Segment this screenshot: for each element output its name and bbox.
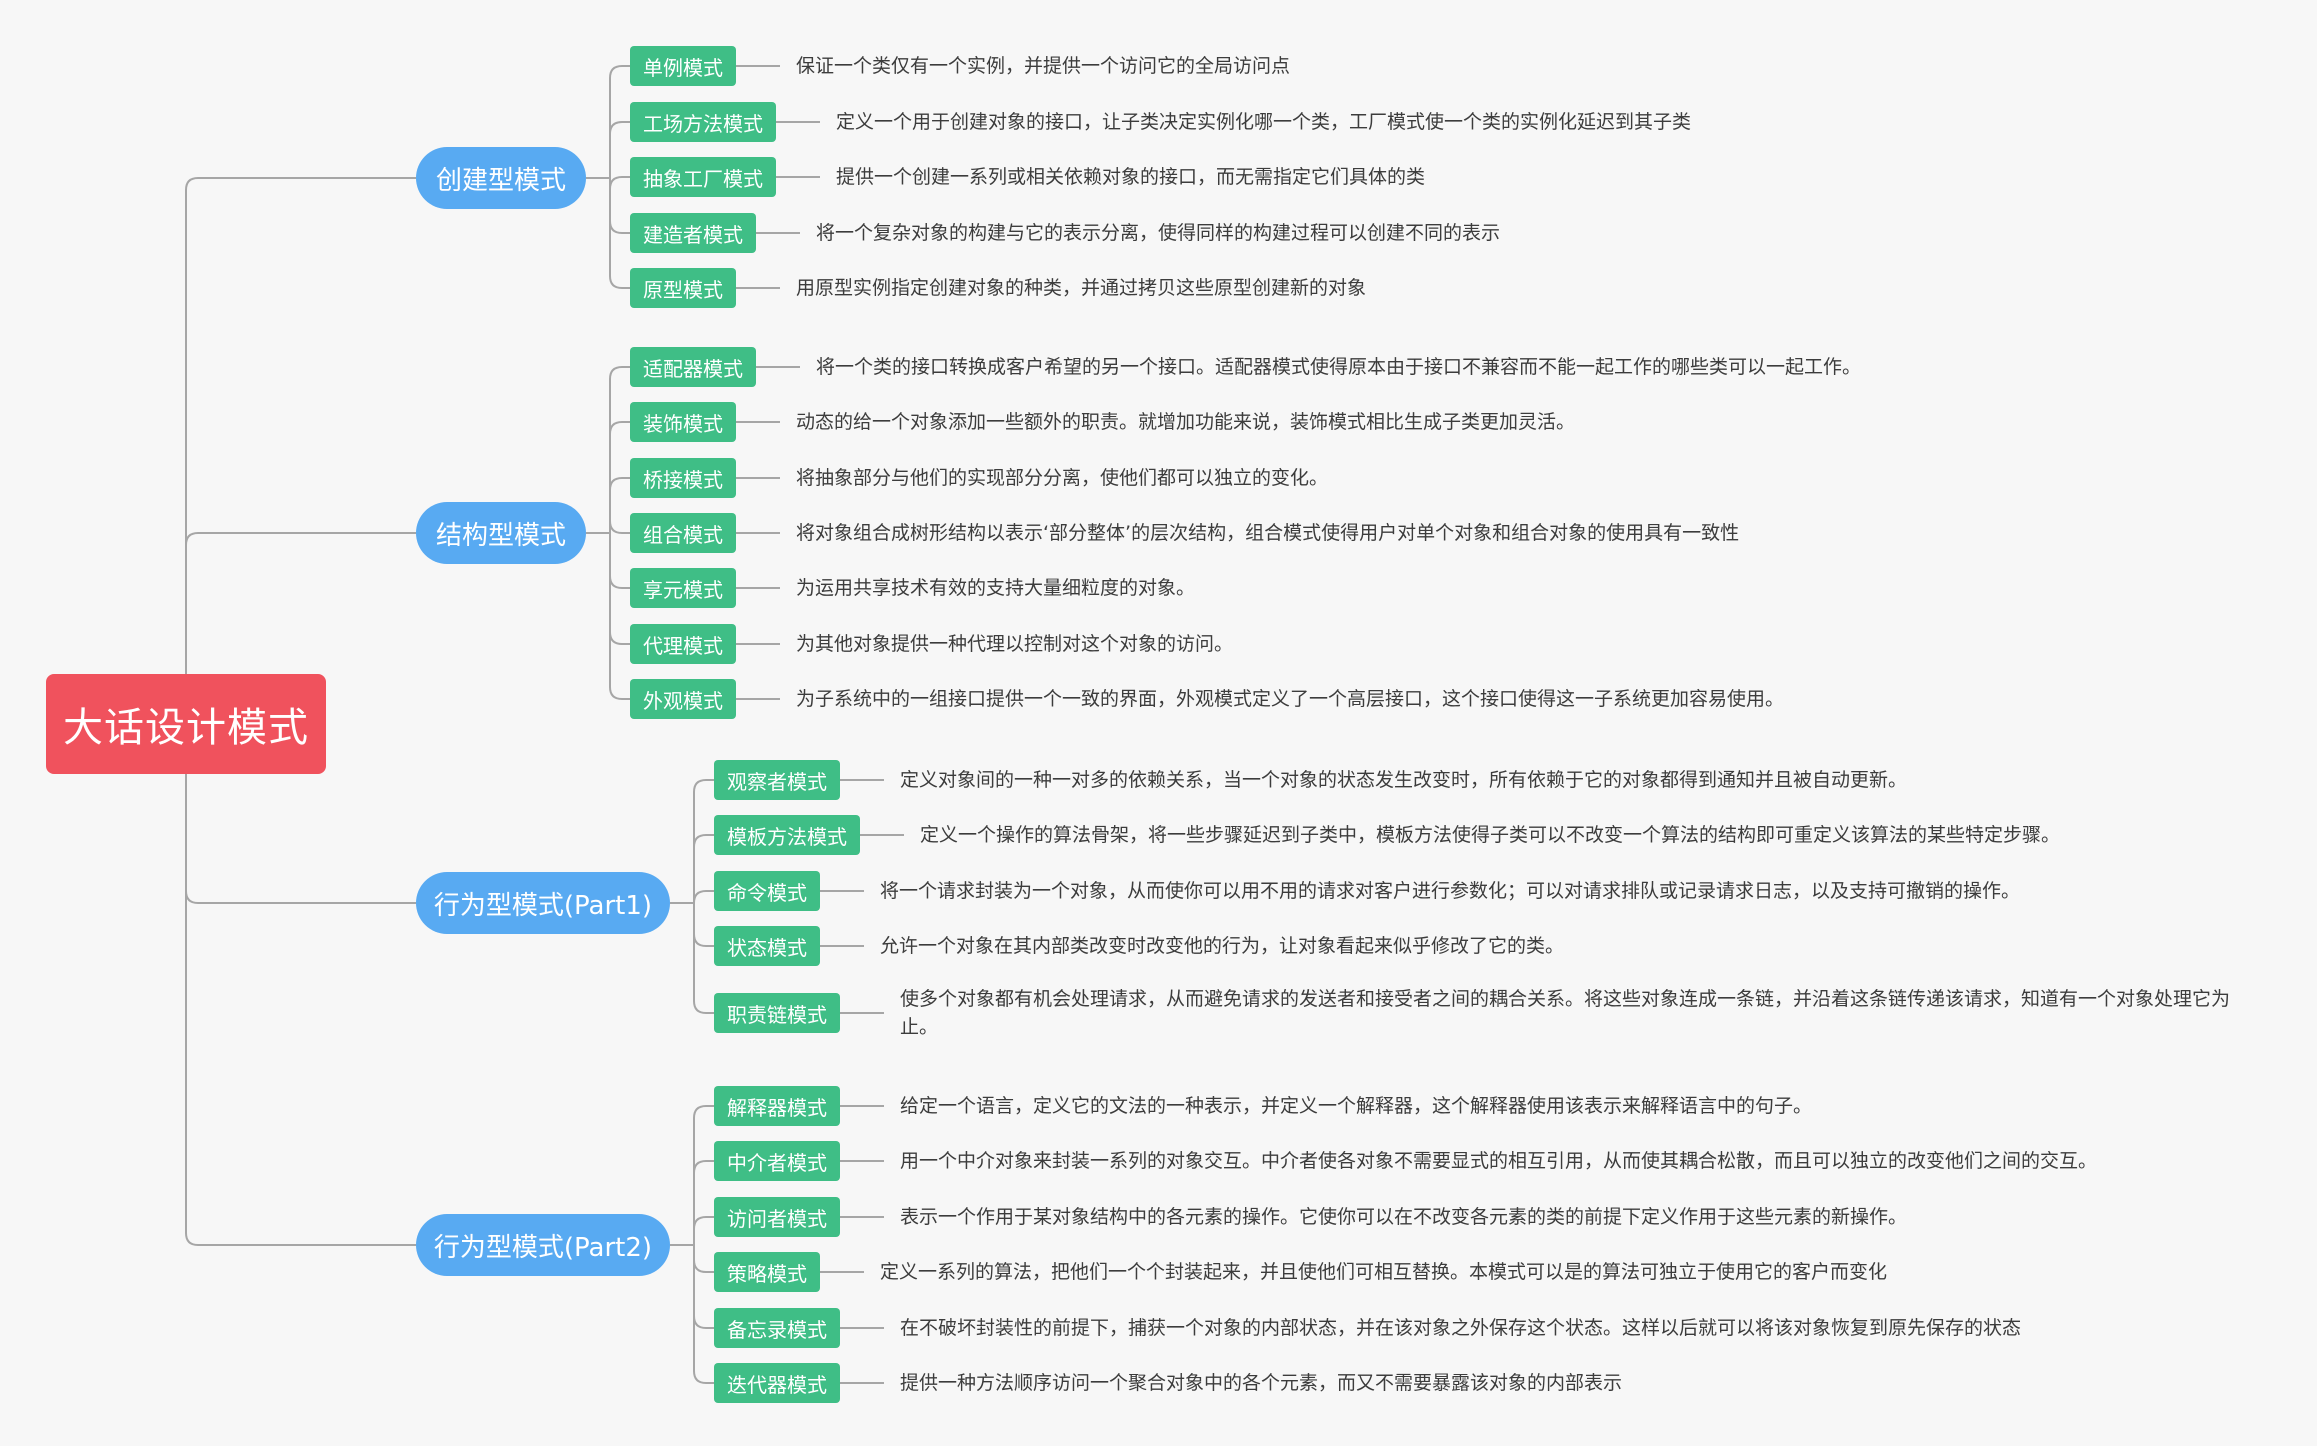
description-prototype: 用原型实例指定创建对象的种类，并通过拷贝这些原型创建新的对象 bbox=[796, 277, 1367, 299]
pattern-proxy[interactable]: 代理模式 bbox=[630, 624, 736, 664]
description-composite: 将对象组合成树形结构以表示‘部分整体’的层次结构，组合模式使得用户对单个对象和组… bbox=[796, 522, 1740, 544]
pattern-decorator[interactable]: 装饰模式 bbox=[630, 402, 736, 442]
description-singleton: 保证一个类仅有一个实例，并提供一个访问它的全局访问点 bbox=[796, 55, 1291, 77]
pattern-branch-line bbox=[693, 933, 714, 947]
pattern-facade[interactable]: 外观模式 bbox=[630, 679, 736, 719]
description-state: 允许一个对象在其内部类改变时改变他的行为，让对象看起来似乎修改了它的类。 bbox=[880, 935, 1565, 957]
pattern-branch-line bbox=[609, 176, 630, 190]
pattern-template-method[interactable]: 模板方法模式 bbox=[714, 815, 860, 855]
pattern-mediator[interactable]: 中介者模式 bbox=[714, 1141, 840, 1181]
pattern-composite[interactable]: 组合模式 bbox=[630, 513, 736, 553]
description-template-method: 定义一个操作的算法骨架，将一些步骤延迟到子类中，模板方法使得子类可以不改变一个算… bbox=[920, 824, 2061, 846]
category-branch-line bbox=[185, 890, 416, 904]
pattern-branch-line bbox=[693, 1000, 714, 1014]
pattern-builder[interactable]: 建造者模式 bbox=[630, 213, 756, 253]
description-flyweight: 为运用共享技术有效的支持大量细粒度的对象。 bbox=[796, 577, 1196, 599]
pattern-adapter[interactable]: 适配器模式 bbox=[630, 347, 756, 387]
pattern-interpreter[interactable]: 解释器模式 bbox=[714, 1086, 840, 1126]
pattern-branch-line bbox=[693, 890, 714, 904]
category-branch-line bbox=[185, 177, 416, 191]
pattern-memento[interactable]: 备忘录模式 bbox=[714, 1308, 840, 1348]
pattern-branch-line bbox=[693, 1160, 714, 1174]
pattern-iterator[interactable]: 迭代器模式 bbox=[714, 1363, 840, 1403]
pattern-branch-line bbox=[609, 520, 630, 534]
description-interpreter: 给定一个语言，定义它的文法的一种表示，并定义一个解释器，这个解释器使用该表示来解… bbox=[900, 1095, 1813, 1117]
description-command: 将一个请求封装为一个对象，从而使你可以用不用的请求对客户进行参数化；可以对请求排… bbox=[880, 880, 2021, 902]
description-strategy: 定义一系列的算法，把他们一个个封装起来，并且使他们可相互替换。本模式可以是的算法… bbox=[880, 1261, 1888, 1283]
description-proxy: 为其他对象提供一种代理以控制对这个对象的访问。 bbox=[796, 633, 1234, 655]
pattern-branch-line bbox=[609, 421, 630, 435]
description-decorator: 动态的给一个对象添加一些额外的职责。就增加功能来说，装饰模式相比生成子类更加灵活… bbox=[796, 411, 1576, 433]
category-behavioral-part1[interactable]: 行为型模式(Part1) bbox=[416, 872, 670, 934]
pattern-abstract-factory[interactable]: 抽象工厂模式 bbox=[630, 157, 776, 197]
pattern-branch-line bbox=[609, 366, 630, 380]
description-abstract-factory: 提供一个创建一系列或相关依赖对象的接口，而无需指定它们具体的类 bbox=[836, 166, 1426, 188]
pattern-branch-line bbox=[609, 220, 630, 234]
description-visitor: 表示一个作用于某对象结构中的各元素的操作。它使你可以在不改变各元素的类的前提下定… bbox=[900, 1206, 1908, 1228]
description-mediator: 用一个中介对象来封装一系列的对象交互。中介者使各对象不需要显式的相互引用，从而使… bbox=[900, 1150, 2098, 1172]
pattern-state[interactable]: 状态模式 bbox=[714, 926, 820, 966]
description-iterator: 提供一种方法顺序访问一个聚合对象中的各个元素，而又不需要暴露该对象的内部表示 bbox=[900, 1372, 1623, 1394]
pattern-factory-method[interactable]: 工场方法模式 bbox=[630, 102, 776, 142]
description-bridge: 将抽象部分与他们的实现部分分离，使他们都可以独立的变化。 bbox=[796, 467, 1329, 489]
category-branch-line bbox=[185, 1232, 416, 1246]
pattern-flyweight[interactable]: 享元模式 bbox=[630, 568, 736, 608]
description-builder: 将一个复杂对象的构建与它的表示分离，使得同样的构建过程可以创建不同的表示 bbox=[816, 222, 1501, 244]
pattern-branch-line bbox=[693, 1216, 714, 1230]
pattern-bridge[interactable]: 桥接模式 bbox=[630, 458, 736, 498]
pattern-branch-line bbox=[693, 779, 714, 793]
description-memento: 在不破坏封装性的前提下，捕获一个对象的内部状态，并在该对象之外保存这个状态。这样… bbox=[900, 1317, 2022, 1339]
pattern-branch-line bbox=[693, 834, 714, 848]
category-structural[interactable]: 结构型模式 bbox=[416, 502, 586, 564]
pattern-singleton[interactable]: 单例模式 bbox=[630, 46, 736, 86]
pattern-branch-line bbox=[609, 65, 630, 79]
pattern-branch-line bbox=[693, 1370, 714, 1384]
category-creational[interactable]: 创建型模式 bbox=[416, 147, 586, 209]
pattern-chain-of-responsibility[interactable]: 职责链模式 bbox=[714, 993, 840, 1033]
description-chain-of-responsibility: 使多个对象都有机会处理请求，从而避免请求的发送者和接受者之间的耦合关系。将这些对… bbox=[900, 988, 2231, 1038]
pattern-branch-line bbox=[693, 1105, 714, 1119]
pattern-branch-line bbox=[693, 1315, 714, 1329]
pattern-branch-line bbox=[609, 631, 630, 645]
pattern-branch-line bbox=[609, 275, 630, 289]
pattern-strategy[interactable]: 策略模式 bbox=[714, 1252, 820, 1292]
description-adapter: 将一个类的接口转换成客户希望的另一个接口。适配器模式使得原本由于接口不兼容而不能… bbox=[816, 356, 1862, 378]
pattern-observer[interactable]: 观察者模式 bbox=[714, 760, 840, 800]
category-behavioral-part2[interactable]: 行为型模式(Part2) bbox=[416, 1214, 670, 1276]
category-branch-line bbox=[185, 532, 416, 546]
pattern-branch-line bbox=[609, 477, 630, 491]
root-topic[interactable]: 大话设计模式 bbox=[46, 674, 326, 774]
pattern-visitor[interactable]: 访问者模式 bbox=[714, 1197, 840, 1237]
pattern-command[interactable]: 命令模式 bbox=[714, 871, 820, 911]
pattern-prototype[interactable]: 原型模式 bbox=[630, 268, 736, 308]
description-facade: 为子系统中的一组接口提供一个一致的界面，外观模式定义了一个高层接口，这个接口使得… bbox=[796, 688, 1785, 710]
pattern-branch-line bbox=[609, 686, 630, 700]
pattern-branch-line bbox=[609, 121, 630, 135]
pattern-branch-line bbox=[693, 1259, 714, 1273]
pattern-branch-line bbox=[609, 575, 630, 589]
description-factory-method: 定义一个用于创建对象的接口，让子类决定实例化哪一个类，工厂模式使一个类的实例化延… bbox=[836, 111, 1692, 133]
description-observer: 定义对象间的一种一对多的依赖关系，当一个对象的状态发生改变时，所有依赖于它的对象… bbox=[900, 769, 1908, 791]
